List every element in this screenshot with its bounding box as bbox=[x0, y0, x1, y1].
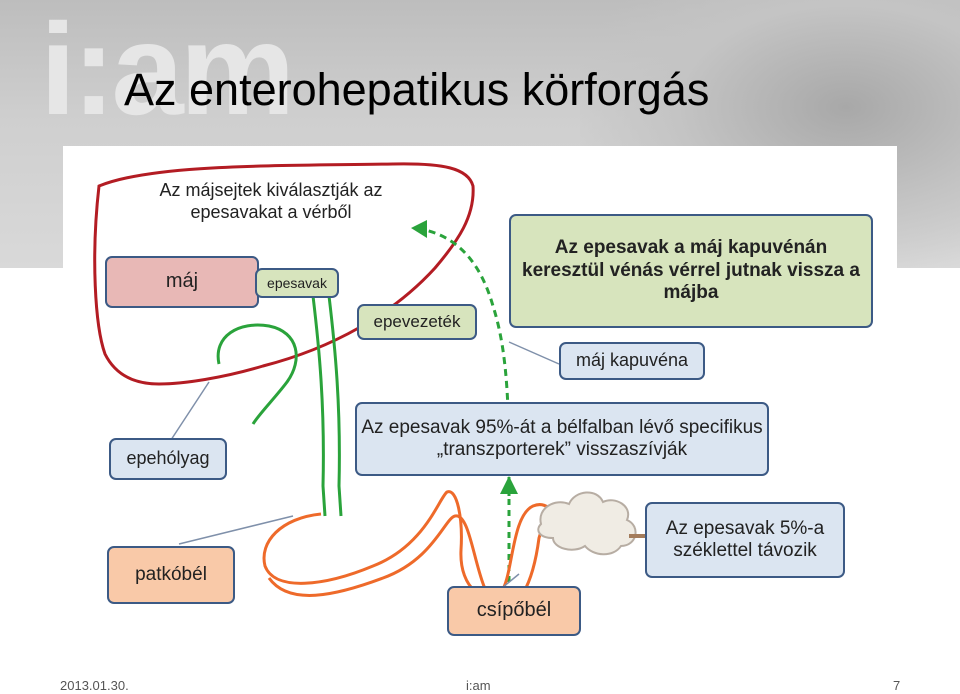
duodenum-shape bbox=[262, 490, 564, 599]
top-note-label: Az májsejtek kiválasztják az epesavakat … bbox=[159, 180, 383, 222]
portal-vein-arrowhead bbox=[411, 220, 427, 238]
diagram-panel: Az májsejtek kiválasztják az epesavakat … bbox=[63, 146, 897, 642]
bile-duct-right bbox=[327, 295, 343, 517]
gallbladder-shape bbox=[216, 323, 298, 425]
reabsorption-arrowhead bbox=[500, 476, 518, 494]
bile-duct-box: epevezeték bbox=[357, 304, 477, 340]
connector-line bbox=[508, 341, 560, 365]
colon-cloud bbox=[537, 491, 637, 556]
page-number: 7 bbox=[893, 678, 901, 693]
duodenum-box: patkóbél bbox=[107, 546, 235, 604]
bile-acids-box: epesavak bbox=[255, 268, 339, 298]
ileum-box: csípőbél bbox=[447, 586, 581, 636]
excretion-box: Az epesavak 5%-a széklettel távozik bbox=[645, 502, 845, 578]
portal-vein-box: máj kapuvéna bbox=[559, 342, 705, 380]
brand-watermark: i:am bbox=[40, 0, 295, 142]
footer-date: 2013.01.30. bbox=[60, 678, 129, 693]
liver-box: máj bbox=[105, 256, 259, 308]
slide-title: Az enterohepatikus körforgás bbox=[124, 64, 710, 115]
reabsorption-box: Az epesavak 95%-át a bélfalban lévő spec… bbox=[355, 402, 769, 476]
portal-vein-return-box: Az epesavak a máj kapuvénán keresztül vé… bbox=[509, 214, 873, 328]
gallbladder-box: epehólyag bbox=[109, 438, 227, 480]
bile-duct-left bbox=[311, 295, 327, 517]
intestine-outer bbox=[267, 514, 571, 610]
connector-line bbox=[166, 381, 210, 447]
connector-line bbox=[178, 515, 294, 545]
footer-center: i:am bbox=[466, 678, 491, 693]
